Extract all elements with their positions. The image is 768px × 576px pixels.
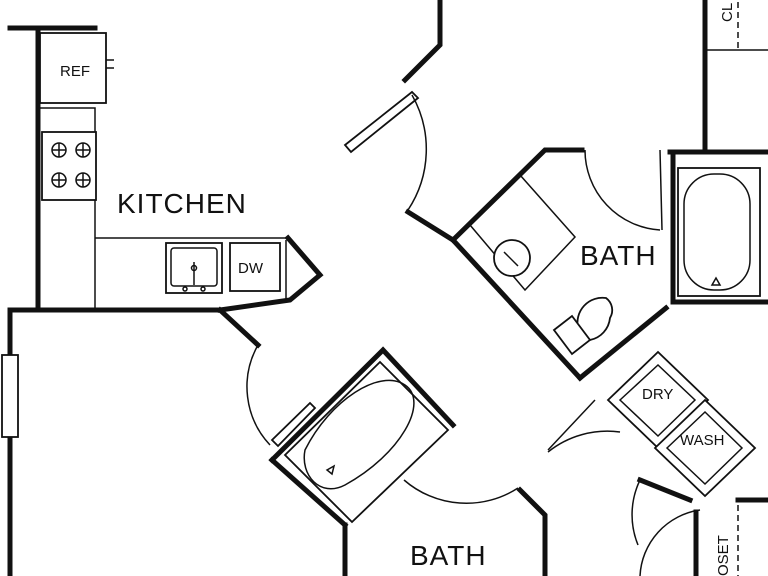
bottom-closet: OSET (715, 505, 739, 576)
lower-bath-area: BATH (283, 360, 487, 571)
dishwasher-label: DW (238, 260, 264, 277)
upper-bathtub (677, 167, 761, 297)
top-closet-label: CL (719, 3, 736, 22)
lower-bathtub (283, 360, 450, 524)
bath-sink (493, 239, 531, 277)
laundry-area: DRY WASH (606, 350, 757, 498)
upper-bath-area: BATH (468, 167, 761, 356)
upper-bath-label: BATH (580, 240, 657, 271)
stove (41, 131, 97, 201)
top-closet: CL (706, 2, 768, 51)
doors (246, 90, 701, 576)
washer (653, 398, 757, 498)
refrigerator-label: REF (60, 63, 90, 80)
washer-label: WASH (680, 432, 724, 449)
dryer-label: DRY (642, 386, 673, 403)
kitchen-area: REF DW KITCHEN (39, 32, 324, 313)
bottom-closet-label: OSET (715, 535, 732, 576)
window (1, 354, 19, 438)
dishwasher (229, 242, 281, 292)
lower-bath-label: BATH (410, 540, 487, 571)
toilet (576, 296, 614, 341)
walls (7, 0, 768, 576)
kitchen-label: KITCHEN (117, 188, 247, 219)
